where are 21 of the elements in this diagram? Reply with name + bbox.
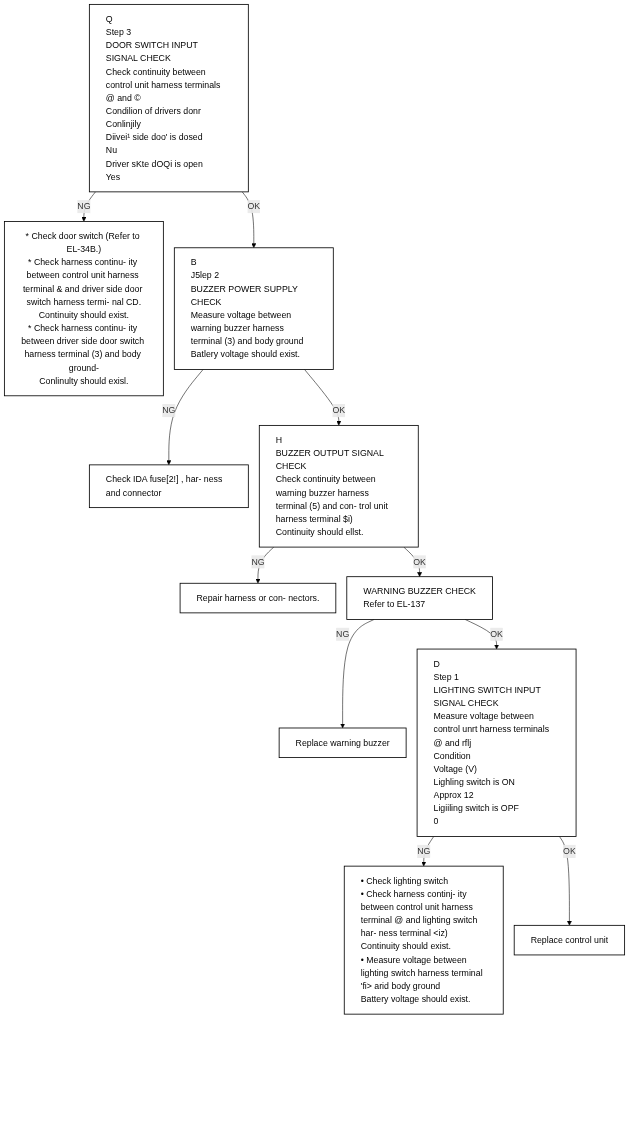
edge-label: OK: [332, 405, 346, 415]
node-box: B J5lep 2 BUZZER POWER SUPPLY CHECK Measure voltage between warning buzzer harness terminal (3) and body ground Batlery voltage should exist.: [173, 247, 334, 370]
edge-label: OK: [247, 201, 261, 212]
node-box: H BUZZER OUTPUT SIGNAL CHECK Check continuity between warning buzzer harness terminal (5) and con- trol unit harness terminal $i) Continuity should ellst.: [258, 424, 419, 548]
node-box: Check IDA fuse[2!] , har- ness and connector: [88, 464, 249, 509]
edge-label: OK: [413, 556, 426, 567]
node-box: Replace control unit: [513, 924, 625, 956]
node-box: • Check lighting switch • Check harness continj- ity between control unit harness terminal @ and lighting switch har- ness terminal <iz) Continuity should exist. • Measure voltage between lighting switch harness terminal 'fi> arid body ground Battery voltage should exist.: [343, 865, 504, 1015]
node-box: * Check door switch (Refer to EL-34B.) * Check harness continu- ity between control unit harness terminal & and driver side door switch harness termi- nal CD. Continuity should exist. * Check harness continu- ity between driver side door switch harness terminal (3) and body ground- Conlinulty should exisl.: [3, 221, 164, 397]
edge-label: OK: [490, 629, 503, 639]
edge-label: NG: [251, 556, 265, 567]
node-box: WARNING BUZZER CHECK Refer to EL-137: [346, 576, 493, 620]
edge-label: OK: [563, 846, 576, 856]
edge-label: NG: [77, 201, 91, 212]
node-box: Replace warning buzzer: [278, 727, 407, 758]
node-box: Q Step 3 DOOR SWITCH INPUT SIGNAL CHECK Check continuity between control unit harness terminals @ and © Condilion of drivers donr Conlinjily Diivei¹ side doo' is dosed Nu Driver sKte dOQi is open Yes: [88, 3, 249, 193]
node-box: Repair harness or con- nectors.: [179, 582, 337, 614]
node-box: D Step 1 LIGHTING SWITCH INPUT SIGNAL CHECK Measure voltage between control unrt harness terminals @ and rflj Condition Voltage (V) Lighling switch is ON Approx 12 Ligiiling switch is OPF 0: [416, 648, 577, 837]
edge-label: NG: [417, 846, 431, 856]
edge-label: NG: [336, 629, 350, 639]
edge-label: NG: [162, 405, 176, 415]
